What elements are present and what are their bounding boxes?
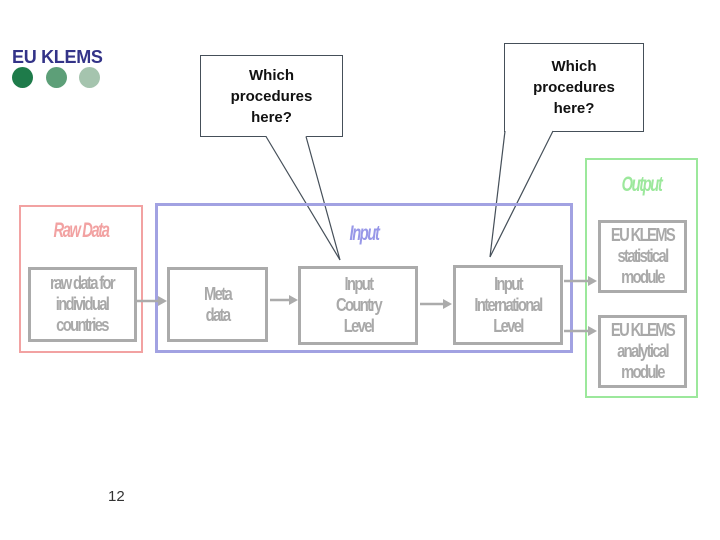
raw-data-title: Raw Data xyxy=(53,219,110,242)
callout-left: Which procedures here? xyxy=(200,55,343,137)
box-raw-data-individual-countries: raw data for individual countries xyxy=(28,267,137,342)
box-input-country-level: Input Country Level xyxy=(298,266,418,345)
logo-dot-medium-green xyxy=(46,67,67,88)
callout-left-text: Which procedures here? xyxy=(230,66,313,126)
logo-dot-light-green xyxy=(79,67,100,88)
logo-text: EU KLEMS xyxy=(12,47,103,67)
section-input: Input xyxy=(155,203,573,353)
callout-right-text: Which procedures here? xyxy=(533,58,615,117)
box-raw-data-label: raw data for individual countries xyxy=(50,273,117,335)
box-input-international-level-label: Input International Level xyxy=(474,273,543,336)
box-eu-klems-statistical-module: EU KLEMS statistical module xyxy=(598,220,687,293)
box-statistical-module-label: EU KLEMS statistical module xyxy=(610,225,676,287)
section-raw-data: Raw Data xyxy=(19,205,143,353)
box-input-international-level: Input International Level xyxy=(453,265,563,345)
box-analytical-module-label: EU KLEMS analytical module xyxy=(610,320,676,382)
section-output: Output xyxy=(585,158,698,398)
output-title: Output xyxy=(621,173,663,196)
callout-right: Which procedures here? xyxy=(504,43,644,132)
box-input-country-level-label: Input Country Level xyxy=(335,274,382,336)
logo-dot-dark-green xyxy=(12,67,33,88)
box-eu-klems-analytical-module: EU KLEMS analytical module xyxy=(598,315,687,388)
box-meta-data: Meta data xyxy=(167,267,268,342)
input-title: Input xyxy=(349,222,380,245)
box-meta-data-label: Meta data xyxy=(203,283,233,325)
page-number: 12 xyxy=(108,488,125,505)
